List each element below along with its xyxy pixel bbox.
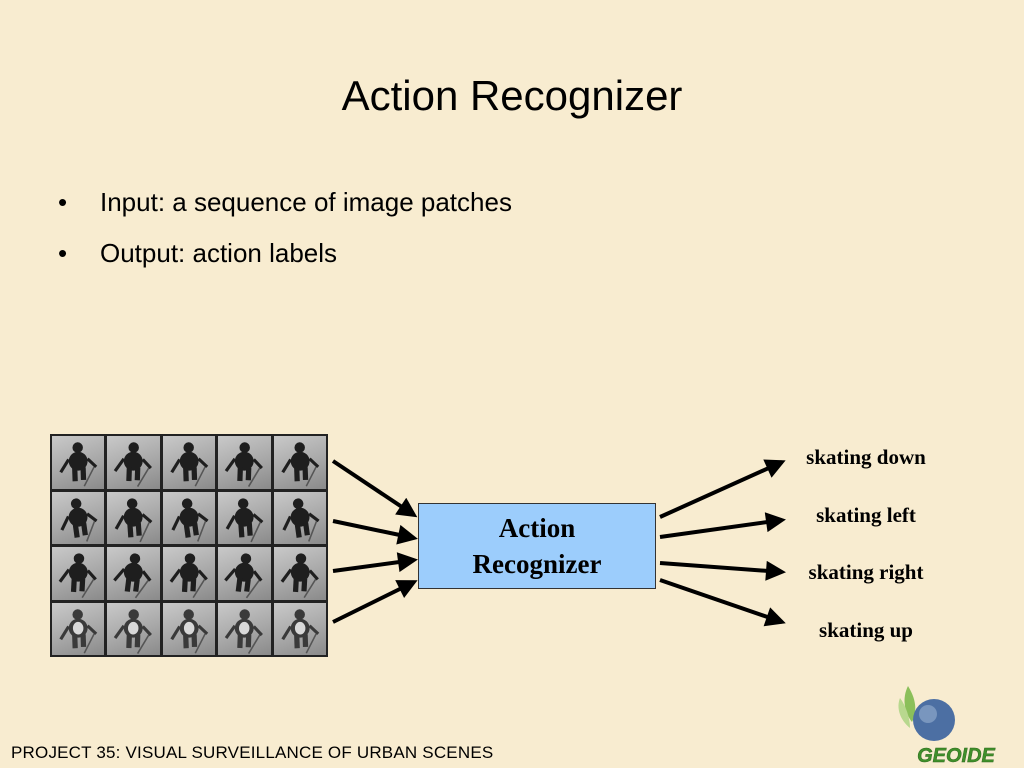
skater-silhouette xyxy=(114,442,153,487)
bullet-marker: • xyxy=(58,187,68,217)
skater-silhouette xyxy=(280,608,319,654)
globe-highlight xyxy=(919,705,937,723)
image-patch xyxy=(52,547,105,600)
input-arrow-1 xyxy=(331,459,418,518)
image-patch xyxy=(52,491,105,544)
bullet-item-input: • Input: a sequence of image patches xyxy=(58,182,512,222)
image-patch xyxy=(218,602,271,655)
input-arrow-4 xyxy=(332,580,418,624)
skater-silhouette xyxy=(114,608,153,654)
output-label-skating-down: skating down xyxy=(806,445,926,469)
output-arrow-3 xyxy=(659,560,786,581)
skater-silhouette xyxy=(224,608,264,654)
output-arrow-2 xyxy=(659,512,786,539)
skater-silhouette xyxy=(59,442,98,487)
slide-title: Action Recognizer xyxy=(341,72,683,119)
image-patch xyxy=(107,547,160,600)
image-patch-grid xyxy=(50,434,328,657)
image-patch xyxy=(162,491,216,544)
output-label-skating-up: skating up xyxy=(819,618,913,642)
image-patch xyxy=(273,547,326,600)
image-patch xyxy=(162,547,216,600)
skater-silhouette xyxy=(60,497,98,542)
image-patch xyxy=(273,491,326,544)
skater-silhouette xyxy=(282,497,320,542)
image-patch xyxy=(107,602,160,655)
output-arrow-4 xyxy=(659,578,786,627)
image-patch xyxy=(273,436,326,489)
skater-silhouette xyxy=(58,553,97,599)
image-patch xyxy=(218,436,271,489)
action-recognizer-box: Action Recognizer xyxy=(418,503,656,589)
bullet-item-output: • Output: action labels xyxy=(58,233,512,273)
skater-silhouette xyxy=(280,553,319,599)
input-arrow-3 xyxy=(332,552,418,573)
input-arrow-2 xyxy=(332,519,418,545)
skater-silhouette xyxy=(225,497,264,542)
geoide-logo: GEOIDE xyxy=(898,686,996,766)
output-label-skating-right: skating right xyxy=(808,560,924,584)
skater-silhouette xyxy=(280,442,319,487)
image-patch xyxy=(273,602,326,655)
skater-silhouette xyxy=(224,553,263,599)
image-patch xyxy=(162,602,216,655)
skater-silhouette xyxy=(170,608,209,654)
skater-silhouette xyxy=(170,442,209,487)
bullet-text: Input: a sequence of image patches xyxy=(100,187,512,217)
output-arrow-1 xyxy=(659,459,786,519)
skater-silhouette xyxy=(59,608,98,654)
bullet-text: Output: action labels xyxy=(100,238,338,268)
bullet-marker: • xyxy=(58,238,68,268)
skater-silhouette xyxy=(171,497,209,542)
skater-silhouette xyxy=(115,497,153,542)
image-patch xyxy=(107,436,160,489)
image-patch xyxy=(107,491,160,544)
image-patch xyxy=(52,436,105,489)
footer-text: PROJECT 35: VISUAL SURVEILLANCE OF URBAN… xyxy=(11,743,494,762)
bullet-list: • Input: a sequence of image patches • O… xyxy=(58,182,512,284)
skater-silhouette xyxy=(224,442,264,487)
skater-silhouette xyxy=(113,553,152,599)
skater-silhouette xyxy=(169,553,208,599)
action-recognizer-label: Action Recognizer xyxy=(472,513,602,579)
output-label-skating-left: skating left xyxy=(816,503,916,527)
image-patch xyxy=(52,602,105,655)
logo-leaf-shape xyxy=(898,698,910,728)
logo-wordmark: GEOIDE xyxy=(917,745,995,766)
image-patch xyxy=(162,436,216,489)
image-patch xyxy=(218,547,271,600)
image-patch xyxy=(218,491,271,544)
